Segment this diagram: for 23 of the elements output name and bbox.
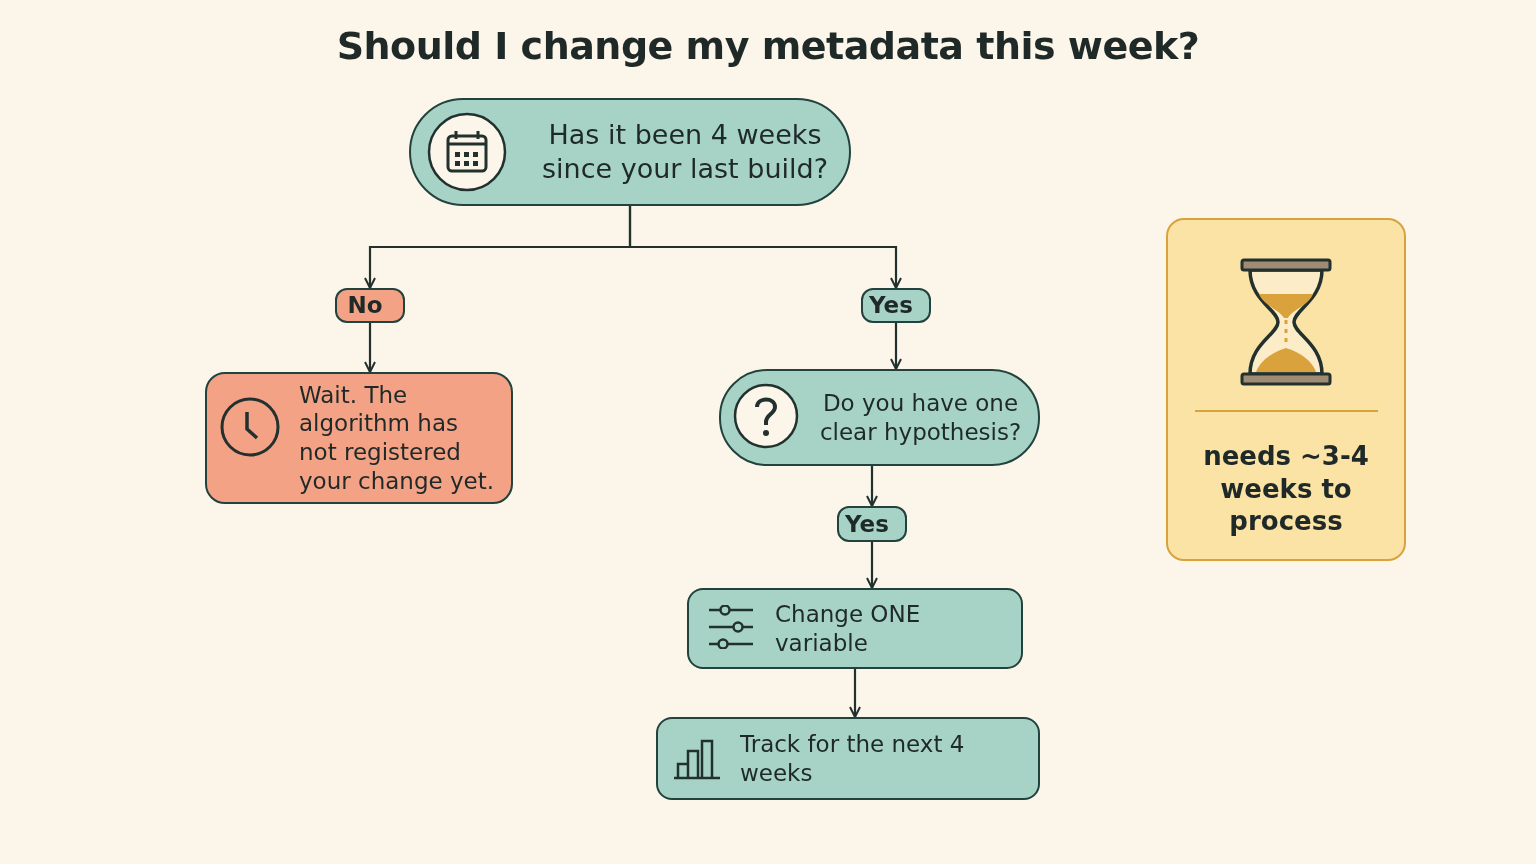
answer-label: Yes — [844, 509, 890, 539]
answer-pill — [837, 506, 907, 542]
title: Should I change my metadata this week? — [335, 24, 1201, 68]
answer-pill — [335, 288, 405, 323]
note-text: needs ~3-4 weeks to process — [1202, 440, 1370, 538]
arrow — [866, 542, 878, 589]
node-text: Track for the next 4 weeks — [740, 729, 966, 788]
node-text: Change ONE variable — [775, 599, 922, 658]
outcome-box — [205, 372, 513, 504]
node-text: Do you have one clear hypothesis? — [818, 388, 1023, 447]
process-box — [687, 588, 1023, 669]
process-box — [656, 717, 1040, 800]
arrow — [364, 323, 376, 373]
note-card — [1166, 218, 1406, 561]
answer-label: Yes — [868, 291, 914, 320]
node-text: Has it been 4 weeks since your last build? — [541, 118, 829, 186]
arrow — [849, 669, 861, 718]
answer-label: No — [346, 291, 384, 320]
node-text: Wait. The algorithm has not registered your change yet. — [299, 380, 496, 496]
answer-pill — [861, 288, 931, 323]
arrow — [866, 466, 878, 507]
arrow — [890, 323, 902, 370]
arrow — [628, 206, 902, 289]
